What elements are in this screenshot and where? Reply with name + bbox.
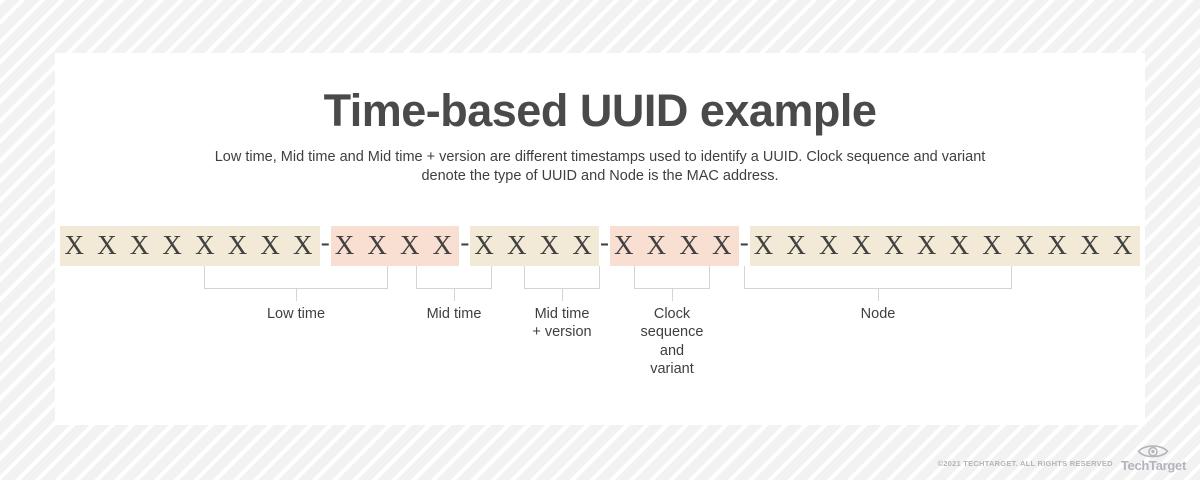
bracket-mid-time-version [524,265,600,289]
techtarget-logo: TechTarget [1121,442,1186,472]
uuid-separator-2: - [460,227,470,258]
bracket-tick-mid-time [453,288,455,301]
bracket-low-time [204,265,388,289]
label-mid-time-version: Mid time + version [532,305,592,341]
eye-icon [1137,445,1170,458]
bracket-group-node: Node [744,265,1012,412]
page-title: Time-based UUID example [323,85,877,136]
label-low-time: Low time [266,305,326,322]
uuid-segments-row: X X X X X X X X - X X X X - X X X X - X … [55,222,1145,266]
label-mid-time: Mid time [426,305,482,322]
uuid-segment-clock-sequence-variant: X X X X [610,225,739,266]
uuid-segment-low-time: X X X X X X X X [60,225,320,266]
bracket-group-clock-sequence-variant: Clock sequence and variant [634,265,710,412]
uuid-segment-mid-time-version: X X X X [470,225,600,266]
uuid-separator-1: - [320,227,330,258]
footer: ©2021 TECHTARGET. ALL RIGHTS RESERVED Te… [937,442,1186,472]
bracket-clock-sequence-variant [634,265,710,289]
bracket-group-mid-time-version: Mid time + version [524,265,600,412]
page-subtitle: Low time, Mid time and Mid time + versio… [214,148,986,184]
label-node: Node [860,305,896,322]
bracket-tick-node [877,288,879,301]
content-card: Time-based UUID example Low time, Mid ti… [55,53,1145,425]
bracket-mid-time [416,265,492,289]
uuid-segment-mid-time: X X X X [330,225,460,266]
uuid-separator-3: - [600,227,610,258]
copyright-text: ©2021 TECHTARGET. ALL RIGHTS RESERVED [937,459,1113,468]
bracket-tick-low-time [295,288,297,301]
bracket-group-low-time: Low time [204,265,388,412]
uuid-brackets-row: Low time Mid time Mid time + version Clo… [55,265,1145,412]
uuid-separator-4: - [739,227,749,258]
uuid-segment-node: X X X X X X X X X X X X [749,225,1140,266]
label-clock-sequence-variant: Clock sequence and variant [640,305,704,378]
brand-name: TechTarget [1120,458,1186,473]
uuid-diagram: X X X X X X X X - X X X X - X X X X - X … [55,222,1145,412]
bracket-tick-clock-sequence-variant [671,288,673,301]
bracket-tick-mid-time-version [561,288,563,301]
bracket-node [744,265,1012,289]
bracket-group-mid-time: Mid time [416,265,492,412]
